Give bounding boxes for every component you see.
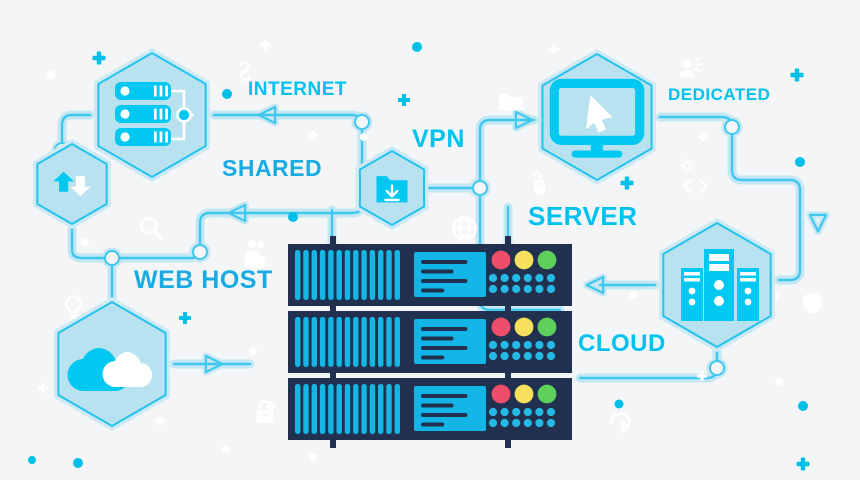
link-icon [239,60,251,82]
server-stack-hex[interactable] [93,48,211,182]
plus-mark [266,401,276,411]
rack-unit-2[interactable] [288,311,572,373]
sync-arrows-icon [53,171,91,197]
folder-icon [499,94,523,111]
label-cloud: CLOUD [578,330,666,357]
folder-download-icon [376,176,408,203]
accent-dot [614,399,624,409]
status-led-yellow [514,384,534,404]
label-server: SERVER [528,201,638,231]
sync-hex[interactable] [33,139,111,229]
plus-mark [790,68,804,82]
plus-mark [92,51,106,65]
status-led-red [491,317,511,337]
status-led-yellow [514,250,534,270]
plus-mark [38,383,48,393]
tower-hex[interactable] [658,218,776,352]
accent-dot [222,445,230,453]
accent-dot [798,401,808,411]
status-led-green [537,250,557,270]
accent-dot [775,378,783,386]
label-webhost: WEB HOST [134,266,273,294]
plus-mark [260,40,270,50]
briefcase-icon [245,250,265,268]
status-led-red [491,250,511,270]
label-internet: INTERNET [248,79,347,100]
cloud-hex[interactable] [53,297,171,431]
lightbulb-icon [65,294,82,319]
plus-mark [398,94,410,106]
mouse-icon [532,170,545,195]
magnifier-icon [139,216,163,240]
accent-dot [73,458,83,468]
status-led-red [491,384,511,404]
accent-dot [795,157,805,167]
megaphone-icon [679,56,703,78]
rack-unit-1[interactable] [288,244,572,306]
gear-icon [678,157,696,175]
label-vpn: VPN [412,125,465,153]
shield-icon [803,292,822,314]
status-led-green [537,384,557,404]
cursor-click-icon [610,412,631,433]
plus-mark [549,44,559,54]
accent-dot [360,133,368,141]
plus-mark [698,132,708,142]
plus-mark [179,312,191,324]
globe-icon [452,216,477,241]
accent-dot [222,89,232,99]
accent-dot [249,347,257,355]
vpn-folder-hex[interactable] [355,146,429,230]
code-icon [683,178,708,194]
plus-mark [308,130,318,140]
plus-mark [155,416,165,426]
accent-dot [309,453,317,461]
lock-icon [256,400,274,423]
accent-dot [412,42,422,52]
status-led-yellow [514,317,534,337]
cloud-icon [67,348,153,392]
users-icon [244,239,268,259]
plus-mark [620,176,634,190]
label-shared: SHARED [222,155,323,181]
accent-dot [28,456,36,464]
accent-dot [46,70,56,80]
monitor-cursor-icon [549,78,645,158]
label-dedicated: DEDICATED [668,85,771,104]
plus-mark [796,457,810,471]
plus-mark [697,371,707,381]
status-led-green [537,317,557,337]
monitor-hex[interactable] [538,49,656,185]
rack-unit-3[interactable] [288,378,572,440]
accent-dot [81,238,89,246]
server-stack-icon [115,82,194,146]
accent-dot [629,291,637,299]
accent-dot [288,212,298,222]
server-tower-icon [681,249,759,321]
